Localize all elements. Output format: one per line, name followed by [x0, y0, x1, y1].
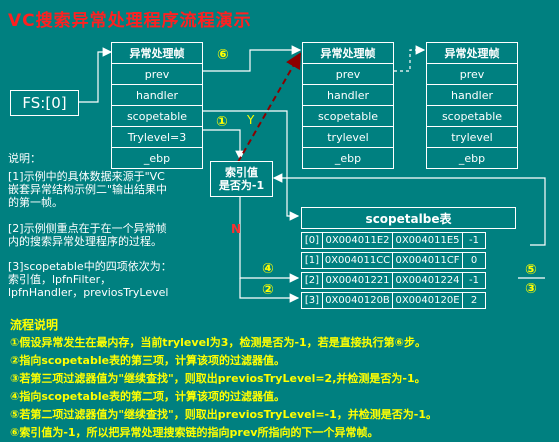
frame2-header: 异常处理帧 — [302, 42, 394, 64]
table-cell: 0X004011CF — [392, 252, 463, 269]
note-2: [2]示例侧重点在于在一个异常帧 内的搜索异常处理程序的过程。 — [8, 222, 167, 248]
frame1-prev: prev — [111, 63, 203, 85]
table-cell: 2 — [462, 292, 486, 309]
no-label: N — [231, 222, 242, 236]
table-cell: 0X004011E5 — [392, 232, 463, 249]
notes-heading: 说明： — [8, 152, 41, 165]
table-cell: -1 — [462, 232, 486, 249]
decision-no-line-2 — [239, 278, 300, 303]
flow-step-4: ④指向scopetable表的第二项，计算该项的过滤器值。 — [10, 390, 286, 403]
table-cell: -1 — [462, 272, 486, 289]
fs-to-frame-arrow — [79, 47, 113, 103]
marker-2: ② — [262, 282, 274, 298]
frame2-prev: prev — [302, 63, 394, 85]
frame3-handler: handler — [426, 84, 518, 106]
frame2-trylevel: trylevel — [302, 126, 394, 148]
frame2-ebp: _ebp — [302, 147, 394, 169]
marker-6-top: ⑥ — [217, 47, 229, 63]
frame1-handler: handler — [111, 84, 203, 106]
decision-box: 索引值 是否为-1 — [210, 161, 273, 197]
table-cell: 0X004011CC — [322, 252, 393, 269]
table-cell: 0X00401221 — [322, 272, 393, 289]
marker-3: ③ — [525, 281, 537, 297]
marker-4: ④ — [262, 261, 274, 277]
yes-dashed-arrow — [237, 52, 301, 163]
frame1-ebp: _ebp — [111, 147, 203, 169]
scopetable-to-table-arrow — [203, 110, 300, 221]
table-cell: 0X00401224 — [392, 272, 463, 289]
note-3: [3]scopetable中的四项依次为： 索引值，lpfnFilter， lp… — [8, 260, 172, 299]
table-cell: [0] — [301, 232, 323, 249]
frame3-header: 异常处理帧 — [426, 42, 518, 64]
frame1-scopetable: scopetable — [111, 105, 203, 127]
exception-frame-2: 异常处理帧 prev handler scopetable trylevel _… — [302, 42, 394, 169]
frame2-handler: handler — [302, 84, 394, 106]
flow-heading: 流程说明 — [10, 318, 59, 332]
table-cell: [3] — [301, 292, 323, 309]
frame3-scopetable: scopetable — [426, 105, 518, 127]
table-cell: 0X0040120E — [392, 292, 463, 309]
frame2-scopetable: scopetable — [302, 105, 394, 127]
marker-1: ① — [216, 114, 228, 130]
exception-frame-1: 异常处理帧 prev handler scopetable Trylevel=3… — [111, 42, 203, 169]
decision-text: 索引值 是否为-1 — [218, 166, 265, 192]
table-cell: 0 — [462, 252, 486, 269]
frame1-header: 异常处理帧 — [111, 42, 203, 64]
prev-to-frame2-arrow — [203, 45, 302, 72]
frame3-ebp: _ebp — [426, 147, 518, 169]
flow-step-1: ①假设异常发生在最内存，当前trylevel为3，检测是否为-1，若是直接执行第… — [10, 336, 426, 349]
exception-frame-3: 异常处理帧 prev handler scopetable trylevel _… — [426, 42, 518, 169]
frame3-trylevel: trylevel — [426, 126, 518, 148]
table-cell: 0X004011E2 — [322, 232, 393, 249]
table-cell: 0X0040120B — [322, 292, 393, 309]
flow-step-2: ②指向scopetable表的第三项，计算该项的过滤器值。 — [10, 354, 286, 367]
flow-step-5: ⑤若第二项过滤器值为"继续查找"，则取出previosTryLevel=-1，并… — [10, 408, 437, 421]
loop-back-line — [272, 173, 546, 246]
table-cell: [2] — [301, 272, 323, 289]
marker-5: ⑤ — [525, 262, 537, 278]
frame3-prev: prev — [426, 63, 518, 85]
trylevel-to-decision-arrow — [203, 129, 245, 161]
flow-step-3: ③若第三项过滤器值为"继续查找"，则取出previosTryLevel=2,并检… — [10, 372, 426, 385]
fs-register-box: FS:[0] — [10, 90, 79, 116]
scopetable-title: scopetalbe表 — [301, 207, 516, 229]
frame1-trylevel: Trylevel=3 — [111, 126, 203, 148]
table-cell: [1] — [301, 252, 323, 269]
note-1: [1]示例中的具体数据来源于"VC 嵌套异常结构示例二"输出结果中 的第一帧。 — [8, 170, 168, 209]
diagram-title: VC搜索异常处理程序流程演示 — [8, 11, 252, 31]
yes-label: Y — [247, 113, 255, 127]
prev-to-frame3-arrow — [394, 45, 426, 72]
flow-step-6: ⑥索引值为-1，所以把异常处理搜索链的指向prev所指向的下一个异常帧。 — [10, 426, 379, 439]
